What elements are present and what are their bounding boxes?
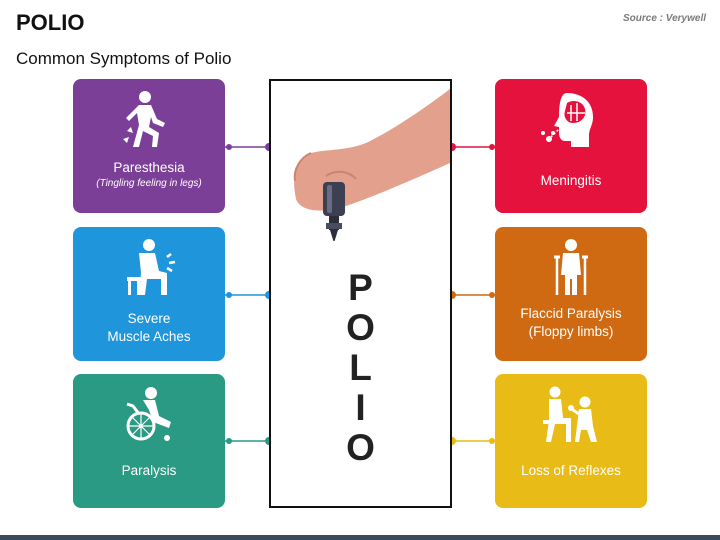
walking-person-icon [123,91,165,147]
vaccine-dropper-hand-icon [293,89,450,241]
card-label-line1: Severe [127,311,171,326]
page-title: POLIO [16,10,85,35]
card-label-line1: Flaccid Paralysis [520,306,622,321]
letter-p: P [348,267,373,308]
letter-o: O [346,307,375,348]
symptom-card-loss-of-reflexes: Loss of Reflexes [495,374,647,508]
reflex-test-icon [543,386,597,442]
card-label-line2: (Floppy limbs) [528,324,614,339]
card-label-line2: Muscle Aches [107,329,191,344]
card-label: Paralysis [121,463,177,478]
symptom-card-meningitis: Meningitis [495,79,647,213]
card-label: Loss of Reflexes [521,463,621,478]
card-note: (Tingling feeling in legs) [96,178,202,189]
person-with-crutches-icon [554,239,588,295]
card-label: Paresthesia [113,160,185,175]
symptom-card-paresthesia: Paresthesia (Tingling feeling in legs) [73,79,225,213]
card-label: Meningitis [540,173,602,188]
aching-person-icon [127,239,176,295]
symptom-card-muscle-aches: Severe Muscle Aches [73,227,225,361]
wheelchair-icon [126,387,171,441]
symptom-card-flaccid-paralysis: Flaccid Paralysis (Floppy limbs) [495,227,647,361]
brain-head-icon [541,93,593,147]
letter-l: L [349,347,372,388]
symptom-card-paralysis: Paralysis [73,374,225,508]
polio-center-panel: P O L I O [269,79,452,508]
footer-bar [0,535,720,540]
letter-i: I [355,387,366,428]
page-subtitle: Common Symptoms of Polio [16,49,232,68]
source-credit: Source : Verywell [623,13,706,24]
letter-o-2: O [346,427,375,468]
